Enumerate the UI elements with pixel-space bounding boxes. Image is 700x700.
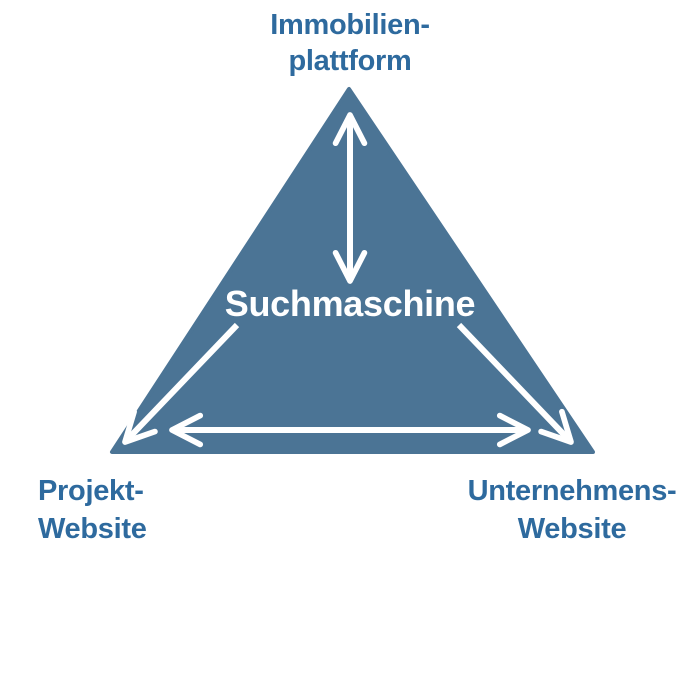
node-label-line: Projekt- (38, 475, 144, 507)
arrow-center-to-bottom-left (122, 322, 240, 445)
node-label-immobilienplattform: Immobilien- plattform (0, 7, 700, 79)
node-label-unternehmens-website: Unternehmens- Website (412, 472, 700, 548)
arrow-center-to-bottom-right (456, 322, 574, 445)
center-label-suchmaschine: Suchmaschine (224, 283, 476, 324)
node-label-line: Immobilien- (270, 9, 430, 41)
node-label-projekt-website: Projekt- Website (38, 472, 147, 548)
node-label-line: Website (38, 513, 147, 545)
node-label-line: Unternehmens- (467, 475, 677, 507)
node-label-line: Website (517, 513, 627, 545)
node-label-line: plattform (288, 45, 412, 77)
